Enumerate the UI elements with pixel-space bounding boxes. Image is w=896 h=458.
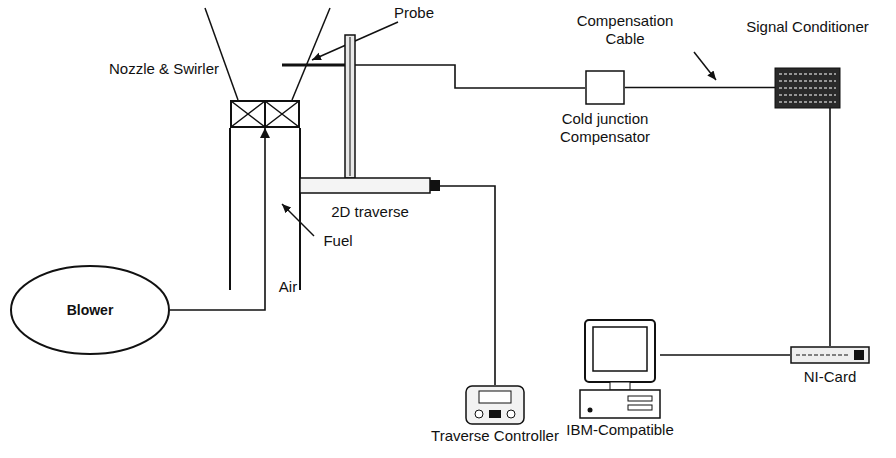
card-contacts	[796, 355, 850, 356]
node-label: Signal Conditioner	[745, 18, 870, 36]
burner-wall	[229, 128, 231, 290]
part-label: Probe	[384, 4, 444, 22]
cable-label: Compensation Cable	[560, 12, 690, 48]
controller-case	[466, 386, 524, 424]
disk-slot	[628, 396, 652, 401]
cable-leader	[694, 52, 716, 80]
swirler-frame	[231, 101, 299, 127]
flame-line	[205, 8, 238, 100]
compensator-box	[586, 71, 624, 104]
conditioner-slot	[779, 94, 836, 96]
computer: IBM-Compatible	[580, 320, 660, 420]
card-port	[854, 350, 864, 360]
probe-rod	[282, 64, 346, 67]
fuel-leader	[282, 204, 314, 236]
disk-slot	[628, 405, 652, 410]
signal-conditioner: Signal Conditioner	[775, 68, 840, 108]
card-body	[791, 347, 869, 363]
conditioner-slot	[779, 101, 836, 103]
monitor-frame	[585, 320, 655, 382]
node-label: Blower	[10, 302, 170, 319]
controller-button	[489, 410, 501, 418]
connector	[660, 354, 790, 356]
blower-ellipse: Blower	[10, 265, 170, 355]
traverse-controller: Traverse Controller	[465, 385, 525, 425]
connector	[829, 108, 831, 346]
comp-shape	[585, 70, 625, 105]
connector	[440, 186, 495, 385]
traverse-rail	[300, 178, 430, 193]
probe-wire	[352, 64, 440, 66]
ni-card: NI-Card	[790, 346, 870, 364]
traverse-shape	[300, 35, 440, 195]
conditioner-slot	[779, 73, 836, 75]
computer-case	[580, 390, 660, 418]
card-shape	[790, 346, 870, 364]
monitor-stand	[610, 382, 630, 390]
controller-knob	[507, 410, 515, 418]
computer-shape	[580, 320, 660, 420]
connector	[625, 87, 775, 89]
node-label: 2D traverse	[300, 203, 440, 221]
monitor-screen	[593, 327, 647, 371]
power-led	[588, 408, 593, 413]
traverse-motor	[430, 180, 440, 191]
node-label: Traverse Controller	[415, 427, 575, 445]
swirler-vanes	[231, 101, 299, 127]
swirler-box: Nozzle & Swirler	[230, 100, 300, 128]
post-slot	[350, 37, 351, 176]
traverse-stage: 2D traverse	[300, 35, 440, 195]
connector	[440, 65, 585, 88]
compensator-box: Cold junction Compensator	[585, 70, 625, 105]
swirler-divider	[264, 101, 266, 127]
controller-shape	[465, 385, 525, 425]
node-label: IBM-Compatible	[550, 421, 690, 439]
connector	[170, 128, 265, 310]
controller-knob	[475, 410, 483, 418]
node-label: Cold junction Compensator	[547, 110, 663, 146]
node-label: Nozzle & Swirler	[105, 60, 223, 78]
burner-wall	[299, 128, 301, 290]
traverse-post	[345, 35, 355, 178]
fuel-label: Fuel	[316, 232, 360, 250]
conditioner-slot	[779, 87, 836, 89]
signal-shape	[775, 68, 840, 108]
air-label: Air	[270, 278, 306, 296]
conditioner-slot	[779, 80, 836, 82]
nozzle-shape	[230, 100, 300, 128]
conditioner-box	[775, 68, 840, 108]
node-label: NI-Card	[780, 368, 880, 386]
controller-display	[479, 391, 511, 403]
blower-outline	[11, 266, 169, 354]
